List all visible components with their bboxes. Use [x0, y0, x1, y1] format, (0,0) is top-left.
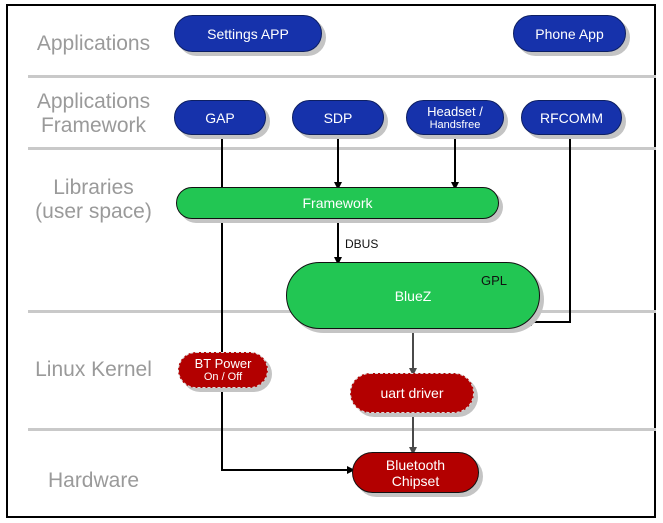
- node-settings-app[interactable]: Settings APP: [174, 15, 322, 52]
- layer-label-linux-kernel: Linux Kernel: [35, 358, 152, 381]
- edge-bluez-to-uart: [412, 330, 414, 372]
- node-bluetooth-chipset[interactable]: Bluetooth Chipset: [352, 452, 479, 493]
- layer-divider-4: [28, 428, 656, 431]
- node-headset-handsfree-label-line2: Handsfree: [429, 118, 481, 131]
- node-bluez-license-badge: GPL: [481, 273, 508, 288]
- edge-rfcomm-vertical: [569, 134, 571, 323]
- arrowhead-headset-into-framework: [451, 182, 459, 190]
- node-bt-power-label-line1: BT Power: [194, 356, 252, 371]
- edge-sdp-to-framework: [337, 134, 339, 187]
- edge-gap-to-chipset-vertical: [221, 134, 223, 471]
- arrowhead-sdp-into-framework: [334, 182, 342, 190]
- edge-label-dbus: DBUS: [345, 237, 379, 251]
- node-bluetooth-chipset-label-line1: Bluetooth: [385, 456, 446, 473]
- arrowhead-bluez-into-uart: [409, 368, 417, 376]
- node-sdp-label: SDP: [323, 109, 353, 126]
- layer-label-hardware: Hardware: [47, 469, 140, 492]
- node-framework-label: Framework: [302, 195, 373, 211]
- node-rfcomm-label: RFCOMM: [540, 109, 603, 126]
- node-bluez[interactable]: BlueZ: [286, 262, 540, 329]
- edge-uart-to-chipset: [412, 412, 414, 452]
- node-uart-driver-label: uart driver: [380, 385, 444, 401]
- edge-rfcomm-horizontal: [530, 321, 571, 323]
- diagram-frame: Applications Applications Framework Libr…: [6, 4, 656, 518]
- node-phone-app[interactable]: Phone App: [513, 15, 626, 52]
- node-bluetooth-chipset-label-line2: Chipset: [391, 472, 440, 489]
- node-headset-handsfree[interactable]: Headset / Handsfree: [406, 100, 504, 135]
- node-uart-driver[interactable]: uart driver: [350, 373, 474, 413]
- node-sdp[interactable]: SDP: [292, 100, 384, 135]
- edge-framework-to-bluez: [337, 218, 339, 262]
- node-bluez-label: BlueZ: [394, 287, 432, 304]
- layer-label-applications: Applications: [36, 32, 151, 55]
- node-headset-handsfree-label-line1: Headset /: [427, 103, 483, 119]
- layer-label-applications-framework: Applications Framework: [36, 90, 151, 137]
- node-phone-app-label: Phone App: [535, 25, 604, 42]
- layer-divider-1: [28, 75, 656, 78]
- edge-gap-to-chipset-horizontal: [221, 469, 351, 471]
- node-framework[interactable]: Framework: [176, 187, 499, 219]
- arrowhead-gap-into-chipset: [347, 466, 355, 474]
- node-bt-power[interactable]: BT Power On / Off: [178, 352, 268, 388]
- edge-headset-to-framework: [454, 134, 456, 187]
- layer-label-libraries: Libraries (user space): [35, 176, 152, 223]
- arrowhead-framework-into-bluez: [334, 257, 342, 265]
- arrowhead-uart-into-chipset: [409, 447, 417, 455]
- node-rfcomm[interactable]: RFCOMM: [521, 100, 622, 135]
- node-gap-label: GAP: [205, 109, 235, 126]
- arrowhead-rfcomm-into-bluez: [524, 318, 532, 326]
- node-settings-app-label: Settings APP: [207, 25, 289, 42]
- layer-divider-2: [28, 147, 656, 150]
- node-bt-power-label-line2: On / Off: [203, 371, 243, 383]
- node-gap[interactable]: GAP: [174, 100, 266, 135]
